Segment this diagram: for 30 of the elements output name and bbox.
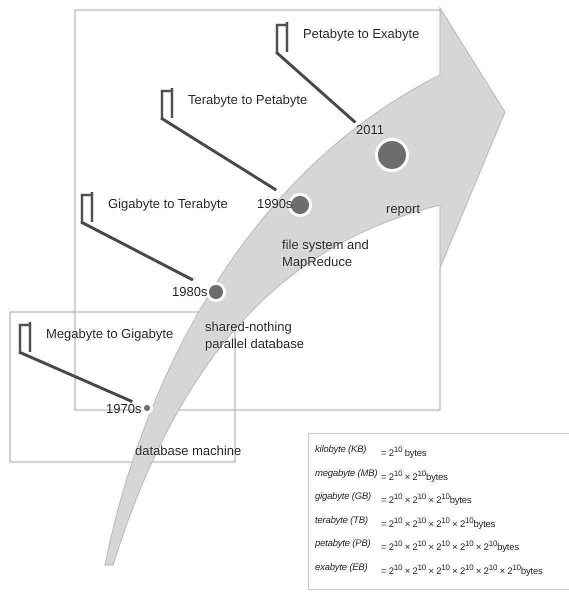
- unit-formula: = 2$^{10}$ × 2$^{10}$ × 2$^{10}$bytes: [381, 491, 472, 508]
- milestone-caption: file system and MapReduce: [282, 236, 370, 270]
- unit-formula: = 2$^{10}$ bytes: [381, 444, 426, 460]
- year-label: 1980s: [172, 284, 208, 299]
- year-label: 2011: [356, 122, 384, 137]
- milestone-caption: shared-nothing parallel database: [205, 318, 305, 352]
- unit-name: terabyte (TB): [315, 514, 368, 526]
- unit-name: kilobyte (KB): [315, 443, 366, 456]
- milestone-title: Terabyte to Petabyte: [188, 92, 308, 107]
- flag-label: [160, 88, 308, 118]
- unit-formula: = 2$^{10}$ × 2$^{10}$ × 2$^{10}$ × 2$^{10}$bytes: [381, 514, 496, 531]
- flag-label: [275, 22, 420, 52]
- milestone-title: Megabyte to Gigabyte: [46, 326, 174, 341]
- unit-name: exabyte (EB): [315, 560, 368, 574]
- leader-line: [275, 50, 356, 124]
- milestone-caption: database machine: [135, 442, 242, 459]
- year-label: 1970s: [106, 401, 142, 416]
- milestone-title: Petabyte to Exabyte: [303, 26, 420, 41]
- unit-formula: = 2$^{10}$ × 2$^{10}$bytes: [381, 468, 448, 484]
- milestone-title: Gigabyte to Terabyte: [108, 196, 228, 211]
- unit-formula: = 2$^{10}$ × 2$^{10}$ × 2$^{10}$ × 2$^{10}$ × 2$^{10}$ × 2$^{10}$bytes: [381, 562, 543, 578]
- flag-label: [80, 192, 228, 222]
- milestone-caption: report: [386, 200, 421, 217]
- unit-formula: = 2$^{10}$ × 2$^{10}$ × 2$^{10}$ × 2$^{10}$ × 2$^{10}$bytes: [381, 538, 519, 554]
- flag-label: [18, 322, 174, 352]
- leader-line: [160, 116, 278, 192]
- year-label: 1990s: [257, 196, 292, 211]
- unit-name: megabyte (MB): [315, 466, 378, 480]
- unit-name: petabyte (PB): [315, 537, 370, 550]
- unit-name: gigabyte (GB): [315, 490, 372, 503]
